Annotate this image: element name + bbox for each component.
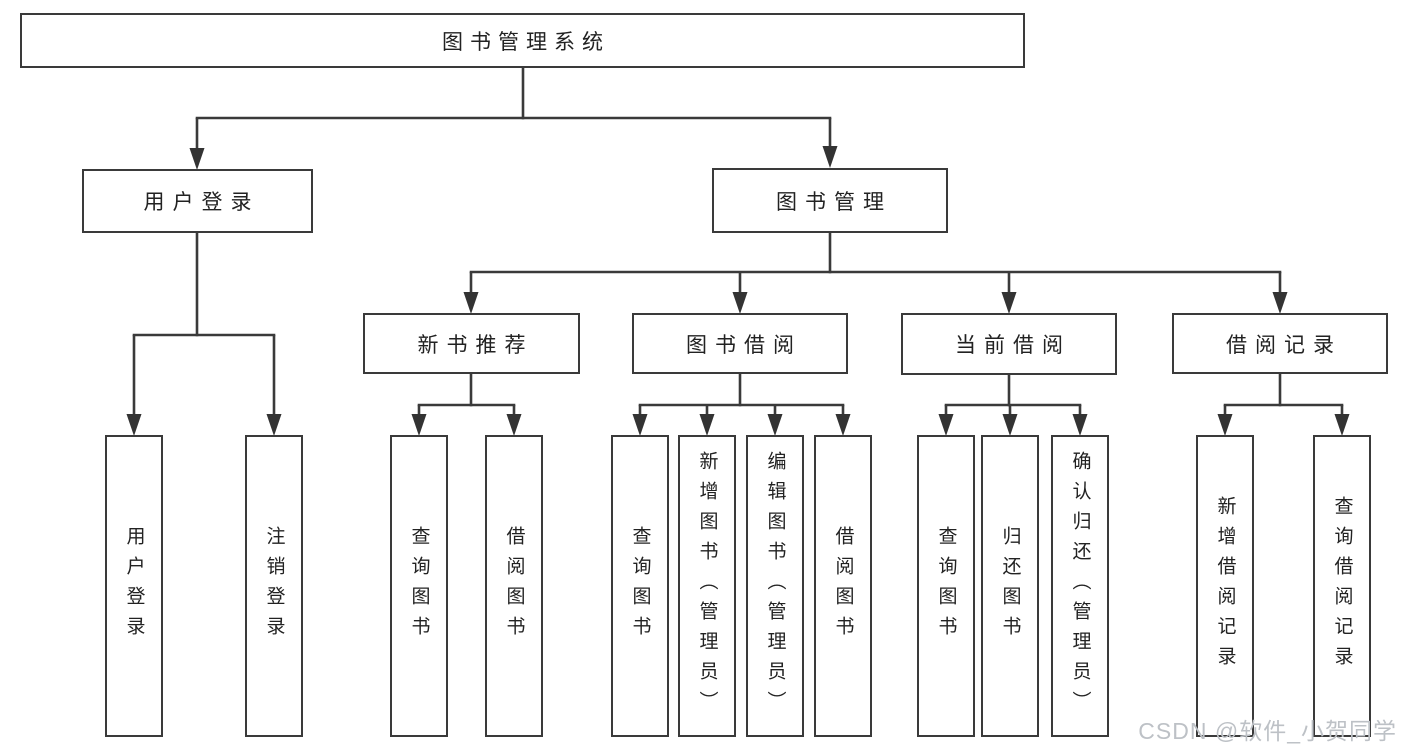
- node-label: 当前借阅: [955, 334, 1071, 357]
- leaf-edit-book-admin: 编辑图书（管理员）: [746, 435, 804, 737]
- node-label: 查询借阅记录: [1331, 496, 1353, 676]
- leaf-confirm-return-admin: 确认归还（管理员）: [1051, 435, 1109, 737]
- leaf-add-book-admin: 新增图书（管理员）: [678, 435, 736, 737]
- node-book-borrow: 图书借阅: [632, 313, 848, 374]
- leaf-borrow-books-recommend: 借阅图书: [485, 435, 543, 737]
- node-label: 图书管理系统: [442, 30, 610, 54]
- node-label: 查询图书: [408, 526, 430, 646]
- node-label: 用户登录: [143, 191, 260, 214]
- node-label: 新增借阅记录: [1214, 496, 1236, 676]
- node-new-book-recommend: 新书推荐: [363, 313, 580, 374]
- node-label: 借阅图书: [832, 526, 854, 646]
- leaf-logout: 注销登录: [245, 435, 303, 737]
- leaf-query-books-current: 查询图书: [917, 435, 975, 737]
- leaf-user-login: 用户登录: [105, 435, 163, 737]
- node-label: 确认归还（管理员）: [1069, 451, 1091, 721]
- leaf-query-books-recommend: 查询图书: [390, 435, 448, 737]
- leaf-query-books-borrow: 查询图书: [611, 435, 669, 737]
- node-label: 查询图书: [629, 526, 651, 646]
- node-label: 新增图书（管理员）: [696, 451, 718, 721]
- leaf-add-borrow-record: 新增借阅记录: [1196, 435, 1254, 737]
- leaf-borrow-books: 借阅图书: [814, 435, 872, 737]
- node-system-root: 图书管理系统: [20, 13, 1025, 68]
- node-borrow-records: 借阅记录: [1172, 313, 1388, 374]
- node-label: 编辑图书（管理员）: [764, 451, 786, 721]
- node-label: 借阅图书: [503, 526, 525, 646]
- watermark-text: CSDN @软件_小贺同学: [1138, 718, 1397, 744]
- node-label: 用户登录: [123, 526, 145, 646]
- node-label: 图书管理: [776, 190, 892, 214]
- node-label: 借阅记录: [1226, 333, 1342, 357]
- node-current-borrow: 当前借阅: [901, 313, 1117, 375]
- node-label: 图书借阅: [686, 333, 802, 357]
- node-label: 新书推荐: [417, 333, 534, 357]
- node-label: 注销登录: [263, 526, 285, 646]
- node-label: 查询图书: [935, 526, 957, 646]
- leaf-return-book: 归还图书: [981, 435, 1039, 737]
- leaf-query-borrow-record: 查询借阅记录: [1313, 435, 1371, 737]
- node-user-login: 用户登录: [82, 169, 313, 233]
- node-book-management: 图书管理: [712, 168, 948, 233]
- node-label: 归还图书: [999, 526, 1021, 646]
